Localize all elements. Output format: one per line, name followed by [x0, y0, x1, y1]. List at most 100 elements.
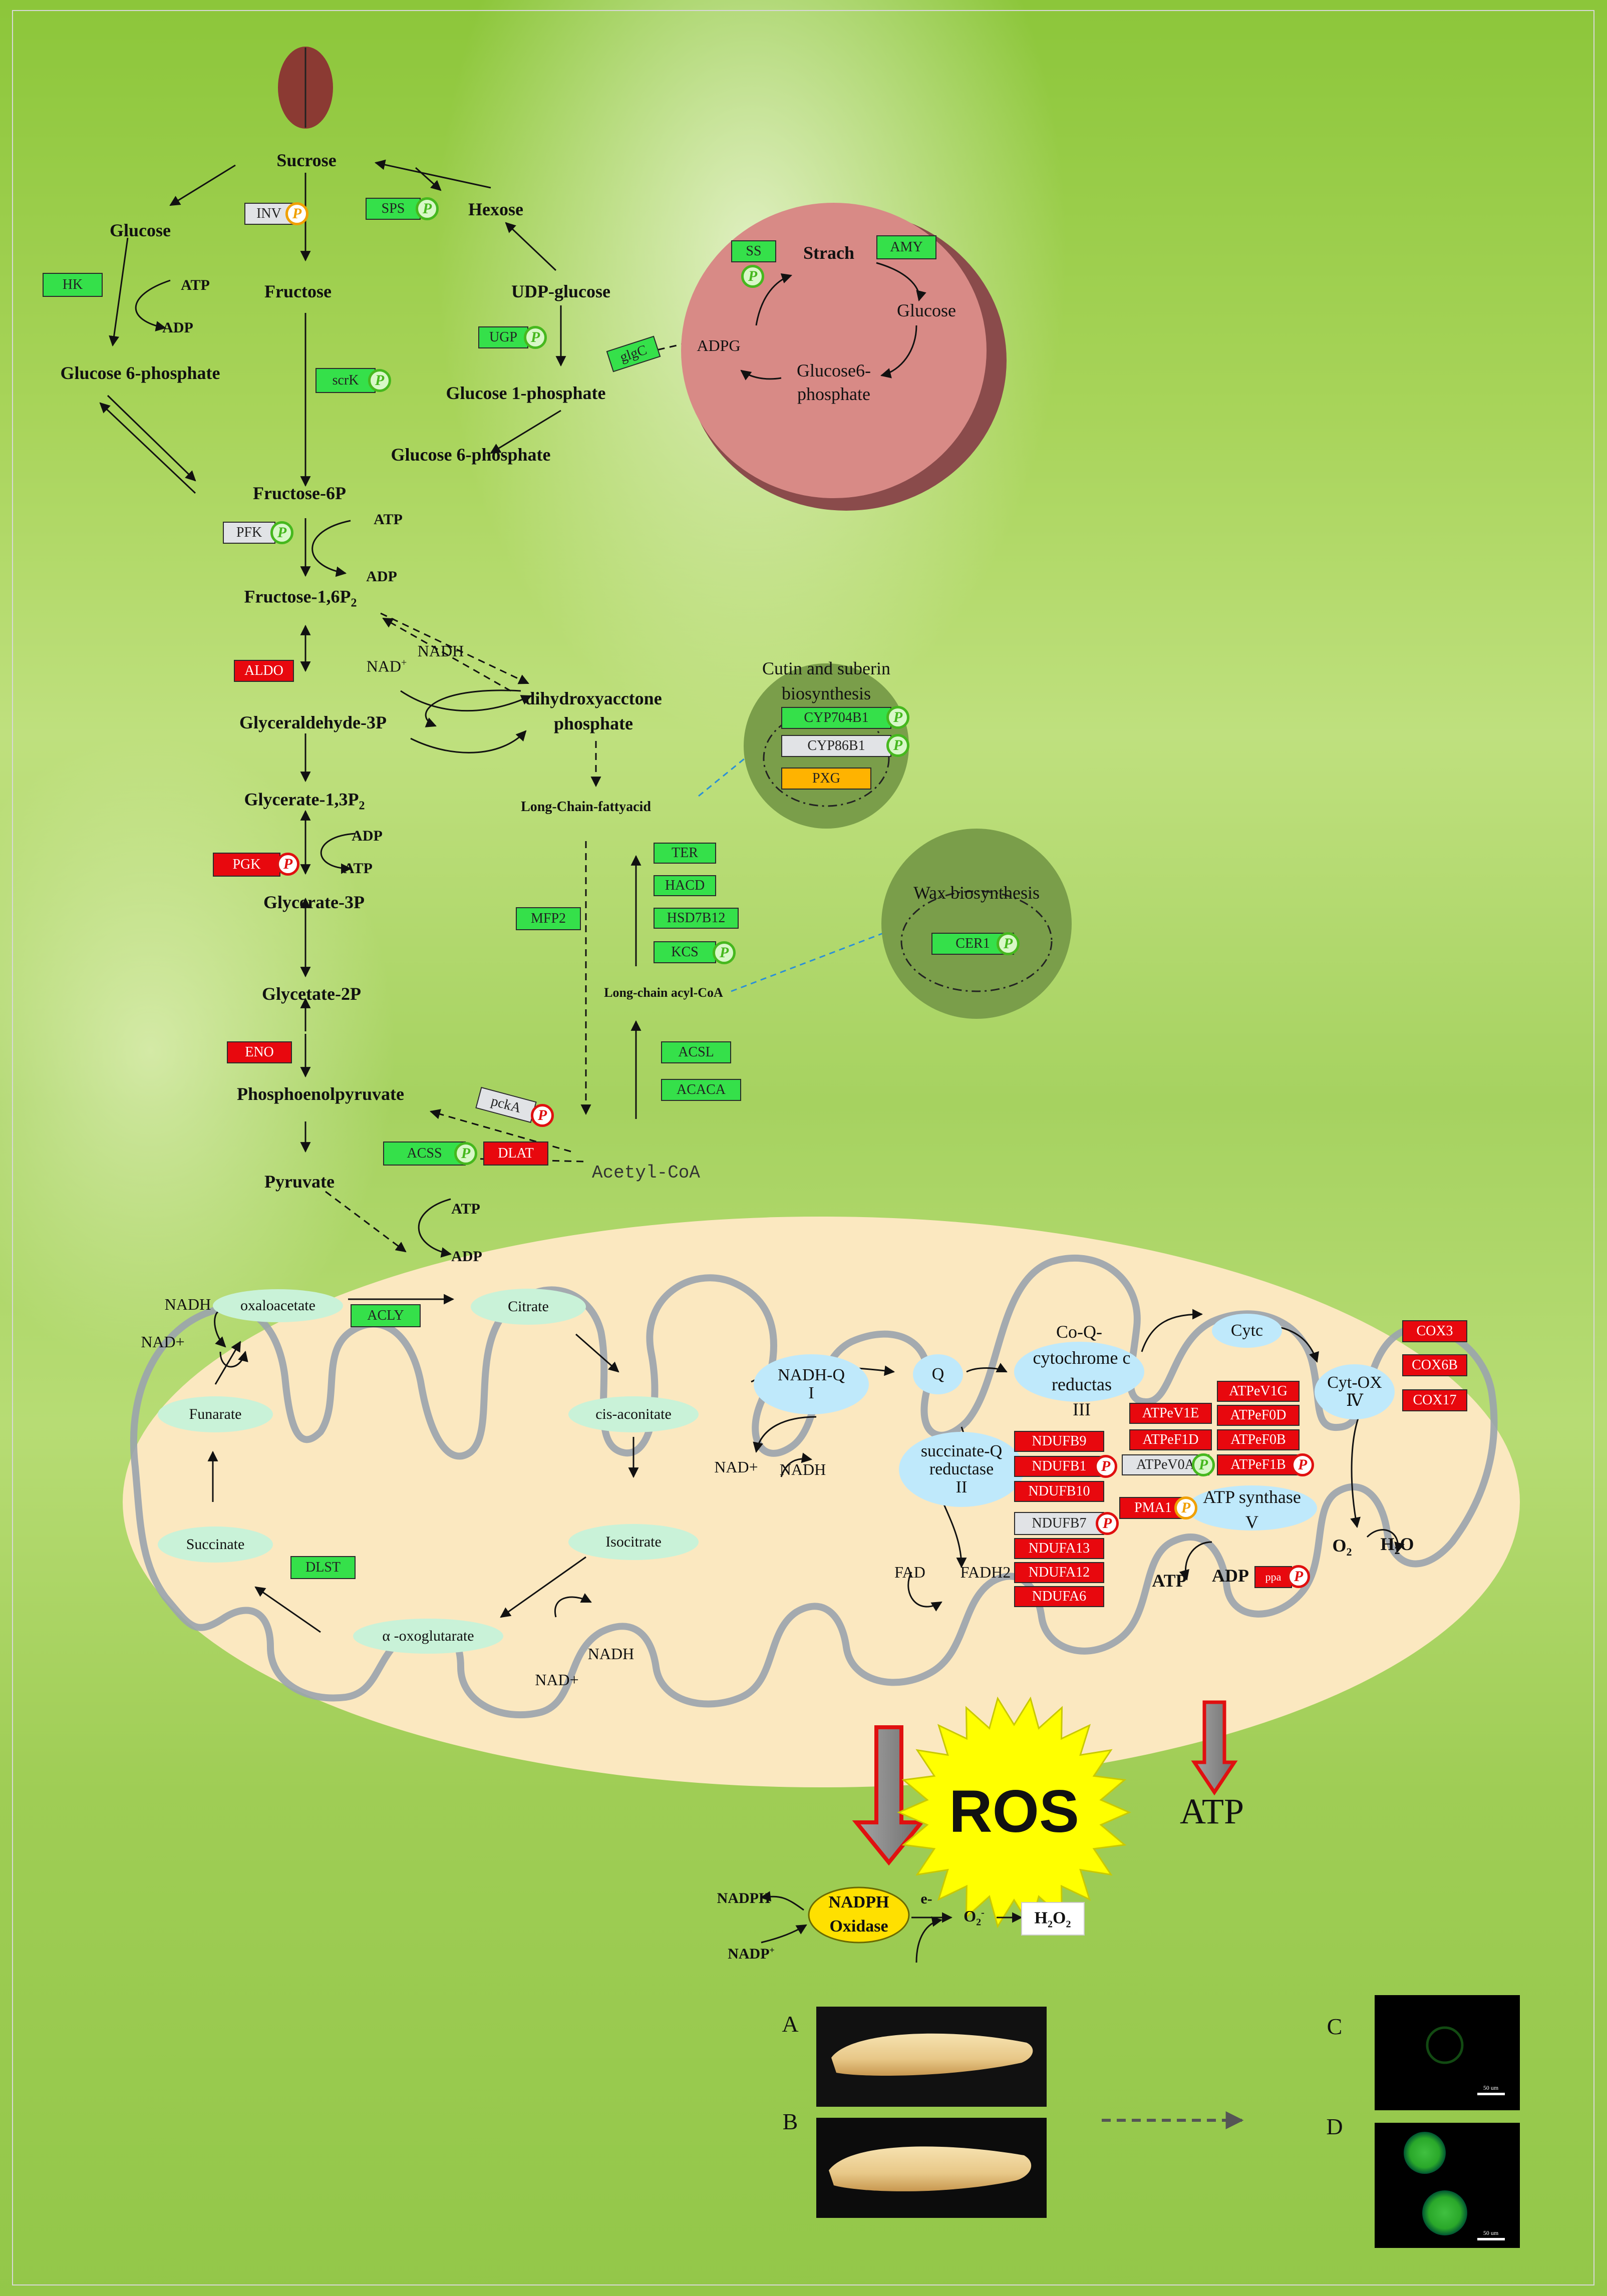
panel-c-label: C	[1327, 2014, 1343, 2039]
glucose-6-phosphate-left-label: Glucose 6-phosphate	[60, 363, 220, 383]
complex-iii-label-1: Co-Q-	[1056, 1322, 1102, 1342]
enzyme-atpef1b: ATPeF1B	[1217, 1454, 1300, 1475]
phospho-badge-acss: P	[454, 1142, 477, 1165]
adpg-label: ADPG	[697, 336, 741, 354]
phospho-badge-scrk: P	[368, 369, 391, 392]
atp-label-2: ATP	[374, 511, 403, 528]
enzyme-atpev1g: ATPeV1G	[1217, 1381, 1300, 1402]
enzyme-atpef0b: ATPeF0B	[1217, 1429, 1300, 1450]
phospho-badge-pgk: P	[276, 853, 299, 876]
glycerate-3p-label: Glycerate-3P	[263, 892, 365, 912]
fructose-6p-label: Fructose-6P	[253, 483, 346, 503]
enzyme-sps: SPS	[366, 198, 421, 220]
phospho-badge-ndufb1: P	[1094, 1455, 1117, 1478]
phospho-badge-cyp86b1: P	[886, 734, 909, 757]
cutin-title-2: biosynthesis	[781, 683, 871, 703]
nadp-label: NADP+	[728, 1945, 775, 1962]
adp-label-3: ADP	[352, 828, 383, 844]
enzyme-acaca: ACACA	[661, 1079, 741, 1101]
atp-output-label: ATP	[1179, 1791, 1244, 1831]
enzyme-dlat: DLAT	[483, 1141, 548, 1166]
scale-bar-d: 50 um	[1483, 2229, 1499, 2236]
enzyme-hsd7b12: HSD7B12	[654, 908, 739, 929]
cis-aconitate-node: cis-aconitate	[568, 1396, 699, 1432]
acetyl-coa-label: Acetyl-CoA	[591, 1163, 701, 1183]
enzyme-amy: AMY	[876, 235, 936, 259]
phospho-badge-cyp704b1: P	[886, 706, 909, 729]
udp-glucose-label: UDP-glucose	[511, 281, 610, 301]
enzyme-ndufa12: NDUFA12	[1014, 1562, 1104, 1583]
fad-label: FAD	[894, 1563, 925, 1581]
citrate-node: Citrate	[471, 1289, 586, 1325]
enzyme-acsl: ACSL	[661, 1041, 731, 1063]
enzyme-pma1: PMA1	[1119, 1497, 1187, 1519]
complex-iii-label-2: cytochrome c	[1033, 1348, 1131, 1368]
succinate-node: Succinate	[158, 1526, 273, 1563]
tca-nad-plus-label: NAD+	[141, 1333, 185, 1351]
phospho-badge-cer1: P	[997, 932, 1020, 955]
cytochrome-c: Cytc	[1212, 1314, 1282, 1348]
enzyme-dlst: DLST	[290, 1556, 356, 1579]
phospho-badge-ugp: P	[524, 326, 547, 349]
starch-g6p-label-2: phosphate	[797, 384, 870, 404]
nadph-oxidase-label-2: Oxidase	[829, 1917, 888, 1936]
glyceraldehyde-3p-label: Glyceraldehyde-3P	[239, 712, 387, 732]
complex-iii-label-4: III	[1073, 1399, 1091, 1419]
enzyme-ndufb7: NDUFB7	[1014, 1512, 1104, 1535]
enzyme-aldo: ALDO	[234, 660, 294, 682]
phospho-badge-pcka: P	[531, 1104, 554, 1127]
fructose-label: Fructose	[264, 281, 332, 301]
phospho-badge-ndufb7: P	[1096, 1512, 1119, 1535]
enzyme-cox6b: COX6B	[1402, 1354, 1467, 1376]
h2o-label: H2O	[1380, 1534, 1414, 1557]
h2o2-box	[1021, 1902, 1085, 1936]
enzyme-cyp86b1: CYP86B1	[781, 735, 891, 757]
enzyme-ugp: UGP	[478, 326, 528, 348]
dhap-label-2: phosphate	[553, 713, 633, 733]
enzyme-atpef1d: ATPeF1D	[1129, 1429, 1212, 1450]
phospho-badge-atpef1b: P	[1291, 1453, 1314, 1476]
enzyme-scrk: scrK	[315, 368, 376, 393]
panel-d-label: D	[1326, 2114, 1343, 2139]
enzyme-acly: ACLY	[351, 1304, 421, 1327]
phospho-badge-pma1: P	[1174, 1496, 1197, 1519]
wax-compartment	[881, 829, 1072, 1019]
enzyme-ndufb10: NDUFB10	[1014, 1481, 1104, 1502]
atp-synthase-v-label: V	[1245, 1512, 1258, 1532]
starch-g6p-label: Glucose6-	[797, 360, 871, 380]
enzyme-ppa: ppa	[1254, 1566, 1292, 1588]
tca-nadh-label-2: NADH	[587, 1645, 634, 1663]
enzyme-eno: ENO	[227, 1041, 292, 1063]
glucose-6-phosphate-mid-label: Glucose 6-phosphate	[391, 445, 551, 465]
glycerate-13p2-label: Glycerate-1,3P2	[244, 789, 365, 813]
tca-nad-plus-label-2: NAD+	[535, 1671, 579, 1689]
enzyme-inv: INV	[244, 203, 293, 225]
oxoglutarate-node: α -oxoglutarate	[353, 1619, 503, 1654]
enzyme-ndufb9: NDUFB9	[1014, 1431, 1104, 1452]
o2-label: O2	[1332, 1535, 1352, 1559]
fadh2-label: FADH2	[960, 1563, 1011, 1581]
enzyme-ndufa13: NDUFA13	[1014, 1538, 1104, 1559]
etc-atp-label: ATP	[1152, 1571, 1187, 1591]
isocitrate-node: Isocitrate	[568, 1524, 699, 1560]
enzyme-ndufb1: NDUFB1	[1014, 1456, 1104, 1477]
sucrose-label: Sucrose	[276, 150, 337, 170]
ros-label: ROS	[948, 1778, 1080, 1845]
phospho-badge-kcs: P	[713, 941, 736, 964]
scale-bar-c: 50 um	[1483, 2084, 1499, 2091]
phospho-badge-ppa: P	[1287, 1565, 1310, 1588]
glycetate-2p-label: Glycetate-2P	[262, 984, 361, 1004]
atp-label-3: ATP	[344, 860, 373, 877]
atp-synthase-label: ATP synthase	[1203, 1487, 1301, 1507]
panel-a-label: A	[782, 2011, 799, 2037]
enzyme-ndufa6: NDUFA6	[1014, 1586, 1104, 1607]
atp-label: ATP	[181, 277, 210, 293]
adp-label: ADP	[162, 319, 193, 336]
enzyme-pgk: PGK	[213, 853, 280, 877]
enzyme-hk: HK	[43, 273, 103, 297]
enzyme-ter: TER	[654, 843, 716, 864]
enzyme-pfk: PFK	[223, 522, 275, 544]
tca-atp-label: ATP	[451, 1201, 480, 1217]
wax-title: Wax biosynthesis	[913, 883, 1040, 903]
